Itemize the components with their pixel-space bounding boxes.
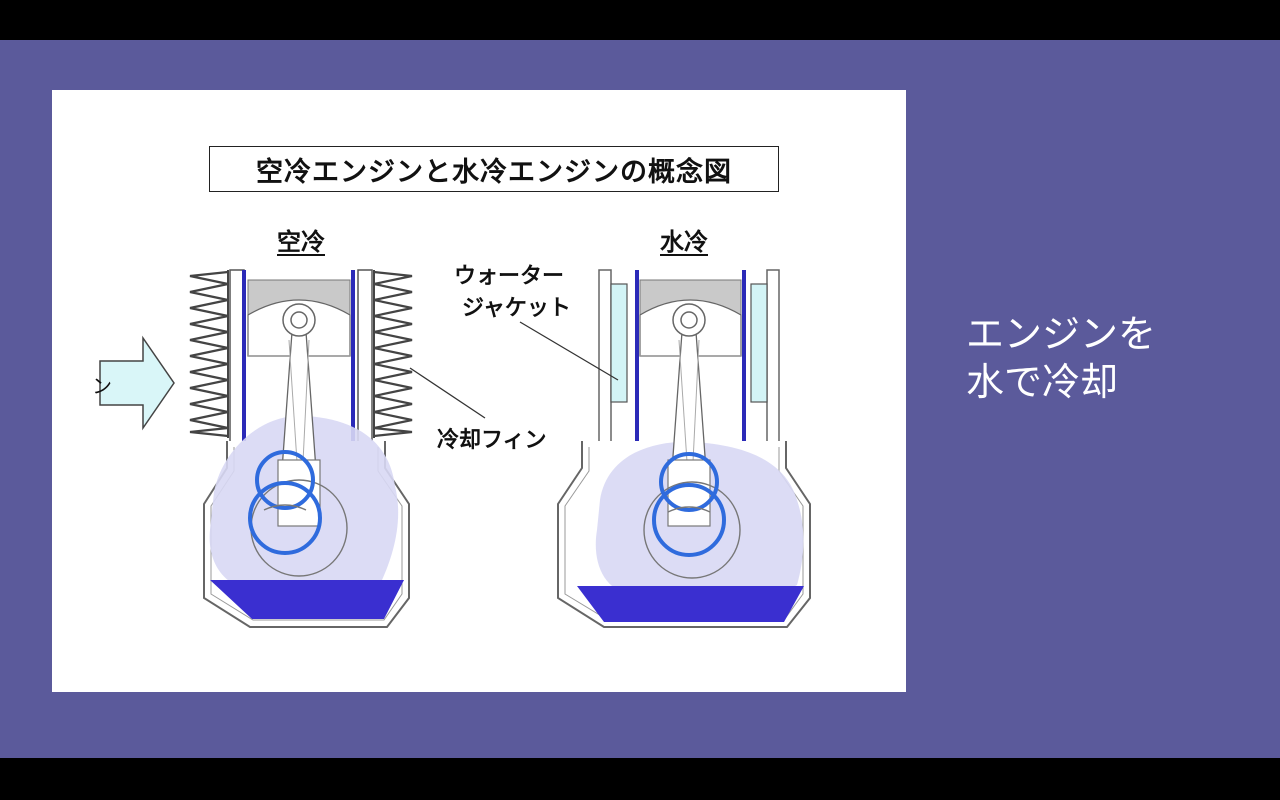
engine-concept-figure: 空冷エンジンと水冷エンジンの概念図 空冷 水冷 ウォーター ジャケット 冷却フィ… xyxy=(52,90,906,692)
side-caption-line2: 水で冷却 xyxy=(966,360,1119,404)
water-jacket-label-line1: ウォーター xyxy=(454,264,565,289)
slide: 空冷エンジンと水冷エンジンの概念図 空冷 水冷 ウォーター ジャケット 冷却フィ… xyxy=(0,40,1280,758)
cylinder-wall-left xyxy=(242,270,246,442)
air-cooled-label: 空冷 xyxy=(277,228,325,256)
letterbox-bottom xyxy=(0,758,1280,800)
cooling-fin-left xyxy=(189,270,229,438)
oil-pan xyxy=(210,580,404,619)
water-jacket-right xyxy=(750,283,768,403)
water-jacket-label-line2: ジャケット xyxy=(462,296,571,321)
cooling-fin-label: 冷却フィン xyxy=(437,428,547,453)
engine-diagram xyxy=(99,269,811,628)
air-cooled-engine xyxy=(99,269,486,628)
water-jacket-left xyxy=(610,283,628,403)
crank-ring-lower xyxy=(248,481,322,555)
arrow-partial-label: ン xyxy=(92,374,112,398)
cooling-fin-right xyxy=(373,270,413,438)
cylinder-wall-left-water xyxy=(635,270,639,442)
letterbox-top xyxy=(0,0,1280,40)
crank-ring-upper-water xyxy=(659,452,719,512)
airflow-arrow xyxy=(99,335,175,431)
side-caption: エンジンを 水で冷却 xyxy=(966,310,1156,406)
water-cooled-label: 水冷 xyxy=(660,228,708,256)
cylinder-wall-right xyxy=(351,270,355,442)
cylinder-wall-right-water xyxy=(742,270,746,442)
oil-pan-water xyxy=(577,586,804,622)
water-cooled-engine xyxy=(519,269,811,628)
crank-ring-upper xyxy=(255,450,315,510)
side-caption-line1: エンジンを xyxy=(966,312,1157,356)
figure-title: 空冷エンジンと水冷エンジンの概念図 xyxy=(209,146,779,192)
crank-ring-lower-water xyxy=(652,483,726,557)
